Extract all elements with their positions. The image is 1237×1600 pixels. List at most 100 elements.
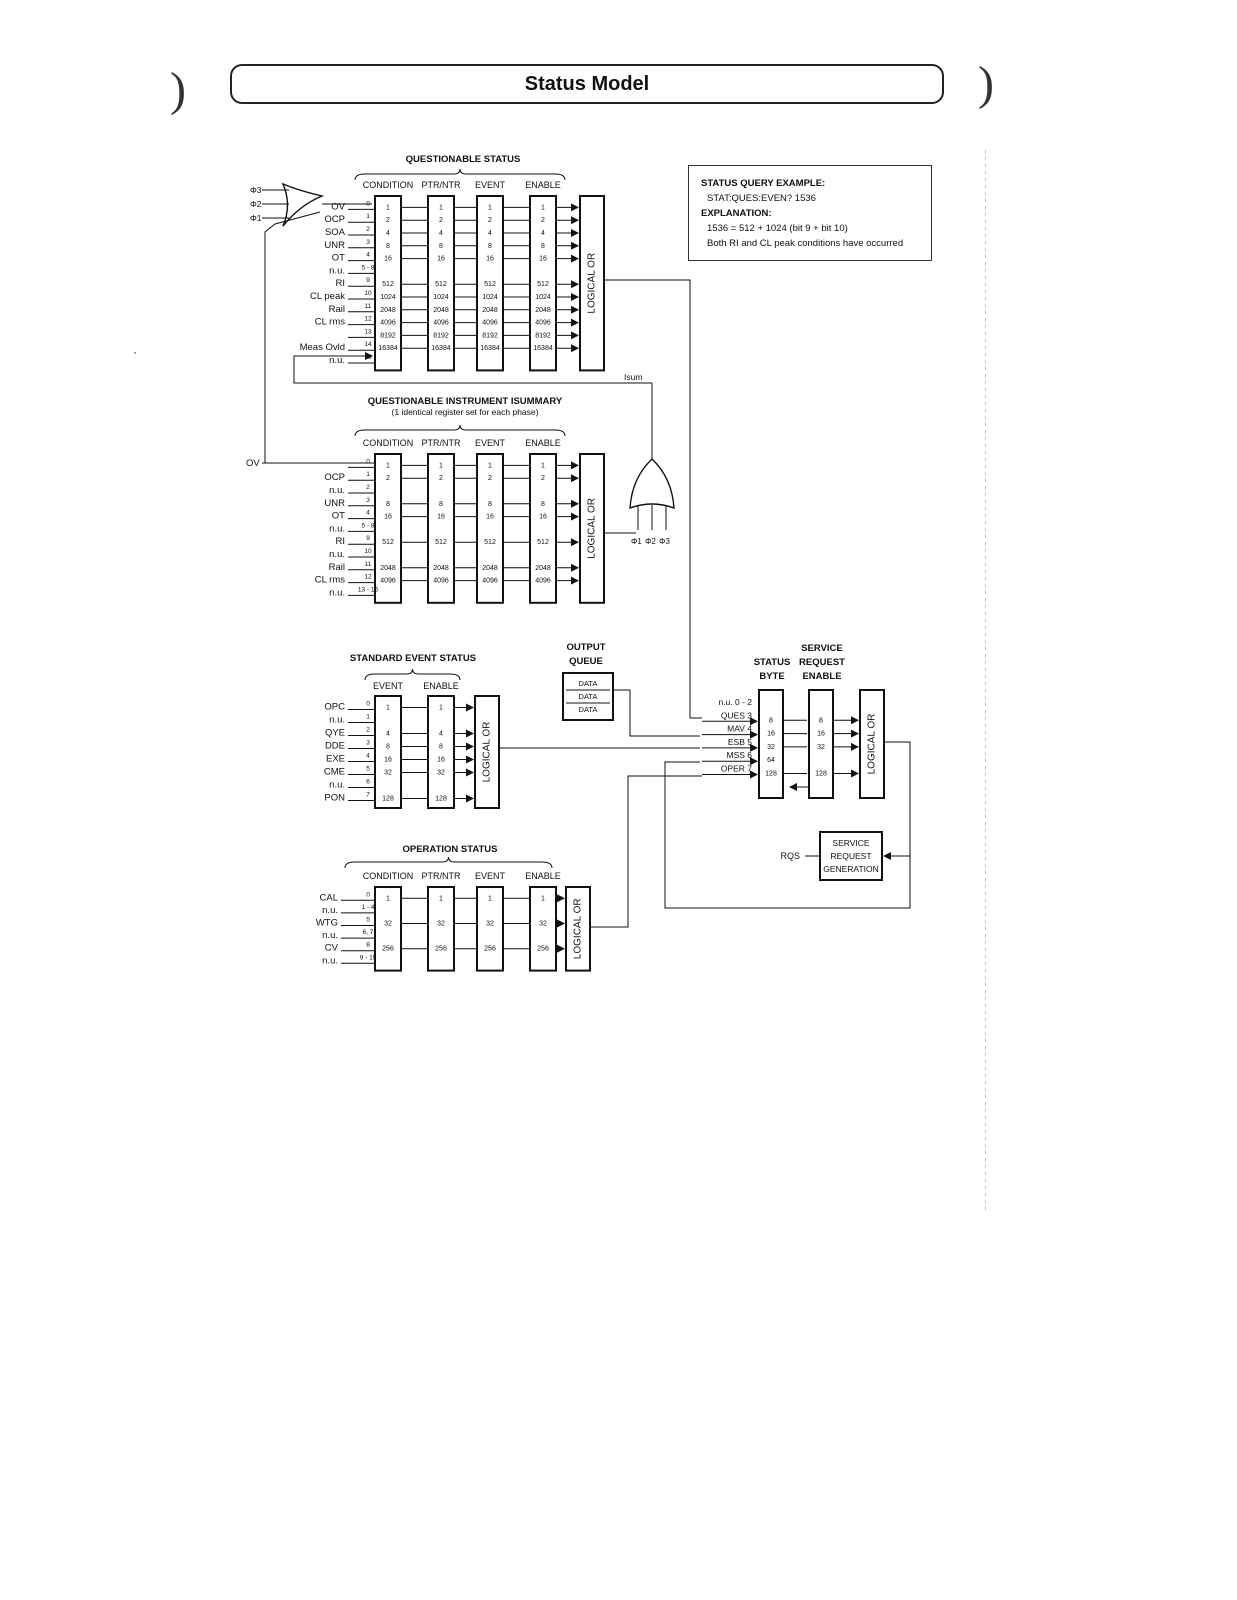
qinst-bit-value: 2048	[433, 565, 449, 572]
std-bit-value: 8	[439, 744, 443, 751]
ques-column-header: EVENT	[475, 180, 506, 190]
std-bit-number: 0	[366, 701, 370, 708]
ques-bit-value: 1024	[482, 294, 498, 301]
ques-bit-value: 8192	[433, 332, 449, 339]
std-bit-value: 1	[386, 705, 390, 712]
ques-bit-number: 2	[366, 226, 370, 233]
oper-bit-number: 5	[366, 917, 370, 924]
ques-bit-name: UNR	[324, 240, 345, 251]
qinst-bit-name: n.u.	[329, 549, 345, 560]
phase-label: Φ1	[631, 537, 642, 546]
qinst-bit-name: OCP	[324, 472, 345, 483]
status-byte-bit-label: ESB 5	[728, 737, 752, 747]
oper-bit-name: CV	[325, 943, 339, 954]
oper-bit-number: 8	[366, 942, 370, 949]
ques-bit-value: 2048	[380, 307, 396, 314]
ques-bit-value: 512	[537, 281, 549, 288]
qinst-bit-value: 4096	[482, 578, 498, 585]
output-queue-item: DATA	[579, 705, 598, 714]
qinst-register-event	[476, 453, 504, 604]
ques-bit-value: 4	[386, 230, 390, 237]
status-byte-bit-label: OPER 7	[721, 764, 752, 774]
std-bit-value: 4	[439, 731, 443, 738]
ques-bit-value: 8	[488, 243, 492, 250]
qinst-bit-name: n.u.	[329, 523, 345, 534]
qinst-bit-value: 8	[386, 501, 390, 508]
ques-bit-value: 1024	[380, 294, 396, 301]
ques-bit-name: Meas Ovld	[300, 342, 345, 353]
qinst-bit-value: 2	[439, 475, 443, 482]
ques-bit-number: 5 - 8	[361, 264, 374, 271]
qinst-bit-value: 16	[486, 514, 494, 521]
srq-enable-value: 8	[819, 717, 823, 724]
qinst-bit-value: 1	[488, 462, 492, 469]
ques-bit-value: 2	[386, 217, 390, 224]
ques-bit-value: 512	[484, 281, 496, 288]
ques-bit-number: 1	[366, 213, 370, 220]
std-bit-value: 32	[437, 770, 445, 777]
ques-bit-value: 8	[386, 243, 390, 250]
ques-bit-value: 2	[488, 217, 492, 224]
ques-bit-value: 16384	[378, 345, 398, 352]
page-title: Status Model	[524, 72, 650, 95]
ques-bit-number: 11	[365, 303, 372, 310]
std-bit-value: 4	[386, 731, 390, 738]
srq-generation-label: GENERATION	[823, 864, 879, 874]
isum-label: Isum	[624, 372, 642, 382]
oper-bit-name: CAL	[320, 892, 338, 903]
qinst-bit-value: 512	[484, 539, 496, 546]
phase-label: Φ2	[250, 199, 262, 209]
ques-brace	[354, 168, 566, 181]
explanation-line-2: Both RI and CL peak conditions have occu…	[707, 238, 904, 249]
isum-or-gate	[629, 458, 675, 510]
ques-bit-value: 1	[386, 204, 390, 211]
qinst-bit-name: n.u.	[329, 587, 345, 598]
std-bit-number: 1	[366, 714, 370, 721]
qinst-bit-value: 2	[488, 475, 492, 482]
std-bit-name: n.u.	[329, 780, 345, 791]
qinst-column-header: EVENT	[475, 438, 506, 448]
ques-bit-value: 8192	[535, 332, 551, 339]
oper-bit-value: 256	[537, 946, 549, 953]
oper-bit-value: 256	[435, 946, 447, 953]
qinst-bit-value: 1	[386, 462, 390, 469]
explanation-heading: EXPLANATION:	[701, 208, 772, 219]
qinst-bit-number: 11	[365, 561, 372, 568]
status-byte-bit-label: MSS 6	[726, 750, 752, 760]
oper-register-event	[476, 886, 504, 972]
status-byte-value: 8	[769, 717, 773, 724]
or-to-srq-gen	[883, 741, 911, 860]
std-bit-number: 2	[366, 727, 370, 734]
std-bit-name: PON	[324, 793, 345, 804]
srq-enable-value: 128	[815, 771, 827, 778]
oper-bit-number: 9 - 15	[360, 954, 377, 961]
ques-bit-name: RI	[336, 278, 346, 289]
status-byte-title: STATUS	[754, 657, 791, 668]
oper-bit-number: 6, 7	[363, 929, 374, 936]
status-byte-bit-label: QUES 3	[721, 710, 752, 720]
ques-bit-value: 2	[439, 217, 443, 224]
qinst-bit-value: 2048	[535, 565, 551, 572]
std-bit-name: QYE	[325, 728, 345, 739]
oper-bit-value: 256	[484, 946, 496, 953]
qinst-title: QUESTIONABLE INSTRUMENT ISUMMARY	[368, 396, 563, 407]
ques-bit-value: 4	[488, 230, 492, 237]
ques-bit-name: n.u.	[329, 265, 345, 276]
std-bit-number: 6	[366, 779, 370, 786]
std-bit-value: 128	[382, 796, 394, 803]
qinst-bit-value: 2048	[482, 565, 498, 572]
std-bit-number: 3	[366, 740, 370, 747]
oper-register-condition	[374, 886, 402, 972]
ques-bit-name: Rail	[329, 304, 345, 315]
ques-bit-name: OV	[331, 201, 345, 212]
ques-bit-value: 8	[439, 243, 443, 250]
ov-feedback-line	[264, 211, 321, 463]
qinst-bit-value: 512	[382, 539, 394, 546]
ques-bit-value: 1	[541, 204, 545, 211]
ques-title: QUESTIONABLE STATUS	[406, 154, 521, 165]
oper-bit-value: 32	[384, 921, 392, 928]
ques-bit-name: OT	[332, 253, 345, 264]
oper-logical-or-box	[565, 886, 591, 972]
status-byte-title: BYTE	[759, 671, 784, 682]
srq-logical-or-box	[859, 689, 885, 799]
